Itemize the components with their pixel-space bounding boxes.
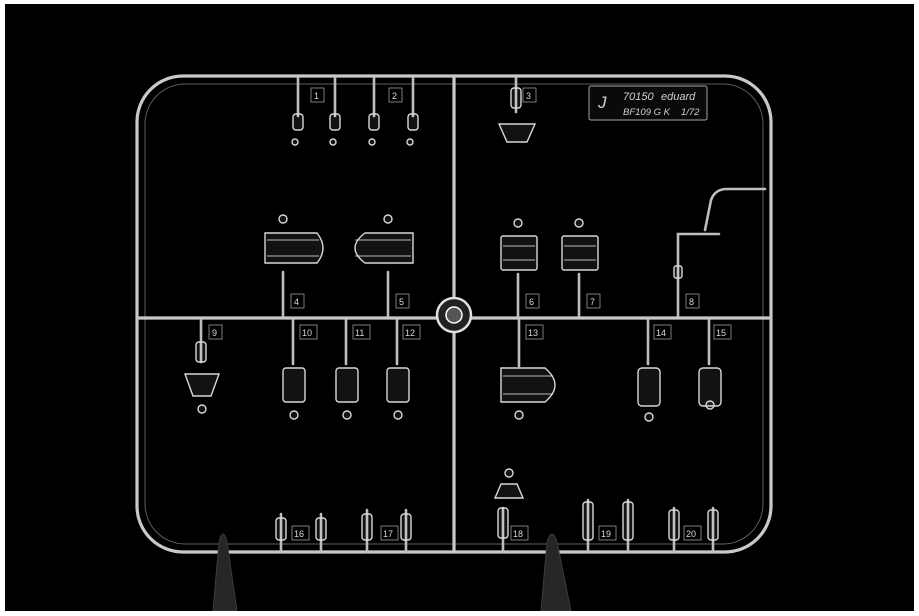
mounting-pegs — [212, 533, 572, 611]
part-14 — [637, 318, 661, 422]
part-number-9: 9 — [208, 324, 223, 340]
bottom-row-parts — [275, 468, 719, 554]
sprue-photo: J 70150 eduard BF109 G K 1/72 — [5, 4, 914, 611]
kit-scale: 1/72 — [681, 107, 700, 118]
part-number-1: 1 — [310, 87, 325, 103]
part-number-10-label: 10 — [302, 328, 312, 338]
part-number-20-label: 20 — [686, 529, 696, 539]
part-number-3-label: 3 — [526, 91, 531, 101]
part-13 — [500, 318, 556, 420]
part-number-tags: 1 2 3 4 5 6 7 8 — [208, 87, 732, 541]
part-number-5: 5 — [395, 293, 410, 309]
part-number-18: 18 — [510, 525, 529, 541]
part-8 — [673, 187, 767, 318]
part-5 — [354, 214, 414, 318]
part-number-7-label: 7 — [590, 297, 595, 307]
part-number-17: 17 — [380, 525, 399, 541]
part-11 — [335, 318, 359, 420]
part-number-5-label: 5 — [399, 297, 404, 307]
part-15 — [698, 318, 722, 410]
part-number-6: 6 — [525, 293, 540, 309]
part-number-11-label: 11 — [355, 328, 364, 338]
part-7 — [561, 218, 599, 318]
part-number-11: 11 — [352, 324, 371, 340]
clear-sprue: J 70150 eduard BF109 G K 1/72 — [135, 74, 773, 611]
part-number-16: 16 — [291, 525, 310, 541]
part-number-6-label: 6 — [529, 297, 534, 307]
part-number-13-label: 13 — [528, 328, 538, 338]
part-10 — [282, 318, 306, 420]
part-number-2: 2 — [388, 87, 403, 103]
part-9 — [184, 318, 220, 414]
part-number-15-label: 15 — [716, 328, 726, 338]
part-6 — [500, 218, 538, 318]
part-number-16-label: 16 — [294, 529, 304, 539]
part-number-19: 19 — [598, 525, 617, 541]
part-4 — [264, 214, 324, 318]
sprue-letter: J — [597, 93, 607, 112]
brand-name: eduard — [661, 91, 696, 103]
part-number-17-label: 17 — [383, 529, 393, 539]
part-12 — [386, 318, 410, 420]
part-number-14-label: 14 — [656, 328, 666, 338]
kit-name: BF109 G K — [623, 107, 671, 118]
part-group-1-2 — [291, 76, 419, 146]
part-number-2-label: 2 — [392, 91, 397, 101]
part-number-14: 14 — [653, 324, 672, 340]
catalog-number: 70150 — [623, 91, 654, 103]
part-number-3: 3 — [522, 87, 537, 103]
part-number-8: 8 — [685, 293, 700, 309]
part-number-19-label: 19 — [601, 529, 611, 539]
part-number-13: 13 — [525, 324, 544, 340]
part-3 — [497, 76, 537, 143]
part-number-10: 10 — [299, 324, 318, 340]
part-number-15: 15 — [713, 324, 732, 340]
part-number-18-label: 18 — [513, 529, 523, 539]
part-number-8-label: 8 — [689, 297, 694, 307]
part-number-20: 20 — [683, 525, 702, 541]
center-hub — [435, 296, 473, 334]
part-number-7: 7 — [586, 293, 601, 309]
sprue-label: J 70150 eduard BF109 G K 1/72 — [588, 85, 708, 121]
part-number-12-label: 12 — [405, 328, 415, 338]
part-number-12: 12 — [402, 324, 421, 340]
part-number-4: 4 — [290, 293, 305, 309]
part-number-9-label: 9 — [212, 328, 217, 338]
part-number-4-label: 4 — [294, 297, 299, 307]
part-number-1-label: 1 — [314, 91, 319, 101]
